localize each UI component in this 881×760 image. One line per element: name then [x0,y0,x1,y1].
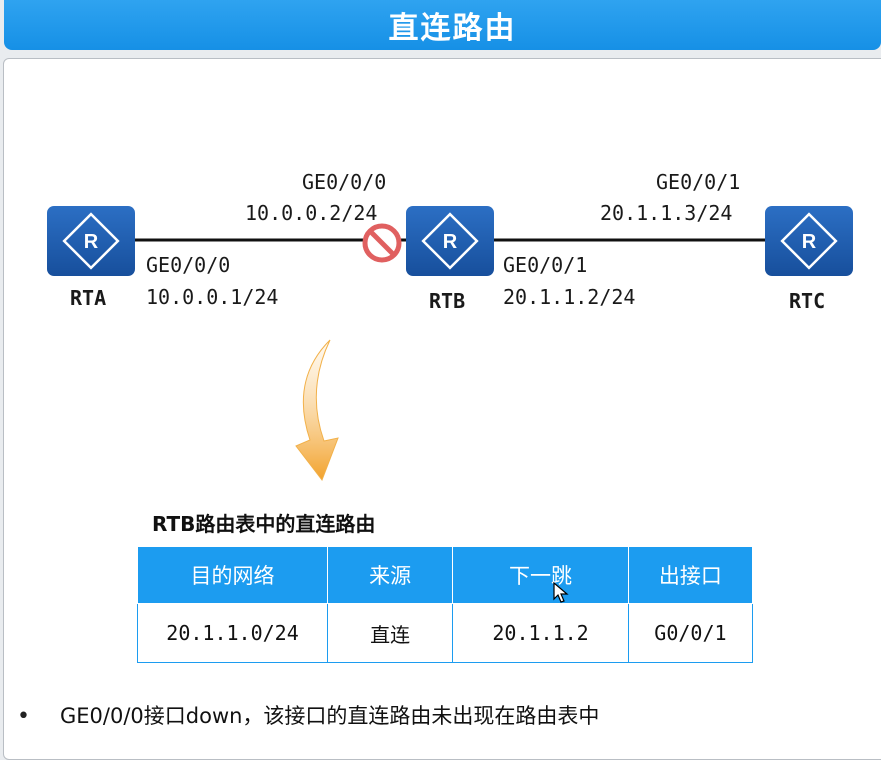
rtb-right-interface-label: GE0/0/1 [503,253,588,277]
rtc-ip-label: 20.1.1.3/24 [600,201,733,225]
bullet-icon: • [17,704,30,729]
rtb-left-ip-label: 10.0.0.2/24 [245,201,378,225]
router-label-rtc: RTC [789,289,826,313]
topology-diagram [132,223,770,482]
router-rtc[interactable]: R [765,206,853,276]
column-header-source: 来源 [327,546,454,604]
cell-next-hop: 20.1.1.2 [452,603,629,663]
note-text: GE0/0/0接口down，该接口的直连路由未出现在路由表中 [60,704,600,728]
router-rta[interactable]: R [47,206,135,276]
title-bar: 直连路由 [4,0,881,50]
svg-text:R: R [802,231,817,253]
svg-text:R: R [84,231,99,253]
rtb-left-interface-label: GE0/0/0 [302,170,387,194]
cell-interface: G0/0/1 [627,603,754,663]
cell-source: 直连 [327,603,454,663]
column-header-interface: 出接口 [627,546,754,604]
routing-table-caption: RTB路由表中的直连路由 [152,512,376,536]
rta-ip-label: 10.0.0.1/24 [146,285,279,309]
mouse-cursor-icon [553,582,569,603]
routing-table: 目的网络 来源 下一跳 出接口 20.1.1.0/24 直连 20.1.1.2 … [136,546,754,663]
interface-down-icon [362,223,402,263]
column-header-next-hop: 下一跳 [452,546,629,604]
router-rtb[interactable]: R [406,206,494,276]
page-title: 直连路由 [388,11,517,46]
cell-destination: 20.1.1.0/24 [136,603,329,663]
router-icon: R [62,212,120,270]
rtb-right-ip-label: 20.1.1.2/24 [503,285,636,309]
router-icon: R [421,212,479,270]
router-label-rtb: RTB [429,289,466,313]
router-label-rta: RTA [70,286,107,310]
column-header-destination: 目的网络 [136,546,329,604]
down-arrow-icon [295,339,339,482]
router-icon: R [780,212,838,270]
rtc-interface-label: GE0/0/1 [656,170,741,194]
svg-text:R: R [443,231,458,253]
rta-interface-label: GE0/0/0 [146,253,231,277]
table-row: 20.1.1.0/24 直连 20.1.1.2 G0/0/1 [136,603,754,663]
table-header-row: 目的网络 来源 下一跳 出接口 [136,546,754,604]
